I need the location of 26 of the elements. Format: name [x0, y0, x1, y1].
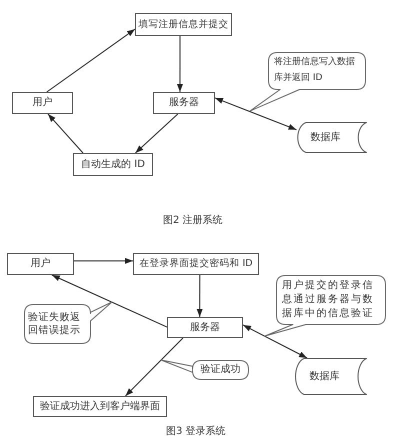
callout-bubble: 将注册信息写入数据库并返回 ID: [250, 52, 366, 111]
process-box: 验证成功进入到客户端界面: [33, 396, 167, 417]
arrow: [176, 36, 183, 92]
arrow: [51, 274, 168, 328]
arrow: [46, 28, 136, 92]
process-box: 填写注册信息并提交: [135, 13, 232, 36]
callout-bubble: 验证成功: [161, 360, 249, 380]
database-shape: 数据库: [293, 358, 367, 395]
callout-bubble: 验证失败返回错误提示: [24, 302, 112, 344]
arrow: [48, 114, 84, 154]
callout-bubble: 用户提交的登录信息通过服务器与数据库中的信息验证: [265, 275, 386, 336]
process-box: 自动生成的 ID: [73, 153, 153, 176]
process-box: 服务器: [167, 317, 243, 338]
arrow: [74, 258, 134, 264]
arrow: [214, 97, 297, 130]
figure-caption: 图2 注册系统: [163, 214, 223, 227]
arrow: [124, 338, 184, 396]
arrow: [242, 324, 308, 358]
process-box: 用户: [7, 253, 74, 275]
arrow: [134, 114, 178, 154]
arrow: [196, 274, 203, 318]
process-box: 服务器: [153, 92, 215, 114]
database-shape: 数据库: [295, 122, 367, 153]
process-box: 在登录界面提交密码和 ID: [133, 253, 259, 275]
process-box: 用户: [12, 92, 73, 114]
figure-caption: 图3 登录系统: [166, 424, 226, 438]
